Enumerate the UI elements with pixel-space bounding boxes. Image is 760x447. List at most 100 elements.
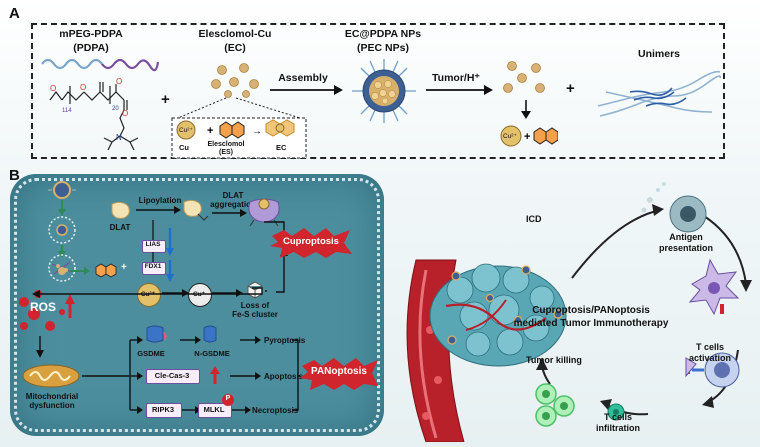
svg-text:O: O (80, 83, 86, 92)
necroptosis-label: Necroptosis (252, 406, 299, 415)
cu1-ion-icon (188, 283, 212, 307)
unimers-icon (597, 70, 722, 117)
ec-name: Elesclomol-Cu (198, 28, 272, 40)
release-down-arrow (521, 100, 531, 119)
svg-text:+: + (524, 131, 530, 143)
cuproptosis-label: Cuproptosis (283, 236, 339, 247)
n-gsdme-protein-icon (203, 325, 217, 343)
inset-cu-label: Cu (179, 143, 189, 152)
tcell-activation-2: activation (688, 353, 732, 363)
dlat-aggregation-2: aggregation (210, 200, 256, 209)
tcell-infiltration-2: infiltration (596, 423, 640, 433)
subscript-114: 114 (62, 108, 72, 114)
loss-fes-1: Loss of (240, 301, 270, 310)
dlat-protein-icon (111, 201, 130, 219)
polymer-structure-icon: O O O O N (49, 78, 139, 151)
gsdme-label: GSDME (137, 349, 165, 358)
endocytosis-icon (48, 178, 76, 282)
inset-es-abbr: (ES) (219, 149, 233, 156)
nps-abbr: (PEC NPs) (357, 42, 409, 54)
mito-label-1: Mitochondrial (25, 392, 79, 401)
fdx1-label: FDX1 (144, 263, 162, 270)
svg-text:O: O (50, 84, 56, 93)
antigen-label-1: Antigen (669, 232, 703, 242)
lipoylation-label: Lipoylation (138, 196, 182, 205)
plus-sign-1: + (161, 91, 170, 108)
clecas3-up-arrow (210, 366, 220, 384)
subscript-20: 20 (112, 106, 119, 112)
inset-ec-label: EC (276, 143, 287, 152)
cu-plus-es-icon: + (500, 125, 558, 147)
cell-membrane (14, 178, 380, 432)
ripk3-box (146, 403, 182, 418)
svg-text:O: O (116, 78, 122, 86)
mito-label-2: dysfunction (29, 401, 75, 410)
panoptosis-label: PANoptosis (311, 366, 367, 377)
ros-icon (19, 290, 75, 331)
center-label-1: Cuproptosis/PANoptosis (532, 305, 650, 316)
apoptosis-label: Apoptosis (264, 372, 304, 381)
lias-fdx1-arrows (152, 220, 174, 282)
pyroptosis-label: Pyroptosis (264, 336, 306, 345)
unimers-label: Unimers (638, 48, 681, 60)
cu-release-icon (58, 263, 117, 278)
aggregation-arrow (212, 209, 247, 217)
plus-sign-cell: + (121, 262, 127, 273)
lias-label: LIAS (145, 241, 161, 248)
antigen-label-2: presentation (658, 243, 714, 253)
polymer-name: mPEG-PDPA (59, 28, 123, 40)
n-gsdme-label: N-GSDME (194, 349, 230, 358)
mlkl-box (198, 403, 232, 418)
fdx1-box (142, 262, 166, 275)
center-label-2: mediated Tumor Immunotherapy (513, 318, 669, 329)
dlat-oligomer-icon (248, 198, 280, 227)
clecas3-label: Cle-Cas-3 (154, 371, 190, 380)
svg-text:O: O (122, 109, 128, 118)
ros-feedback-arrows (32, 287, 267, 358)
inset-callout: + → (171, 97, 307, 159)
nps-name: EC@PDPA NPs (344, 28, 422, 40)
panel-b-letter: B (9, 167, 20, 184)
fes-arrow (212, 289, 243, 297)
mitochondrion-icon (22, 364, 80, 388)
ripk3-label: RIPK3 (151, 405, 175, 414)
clecas3-box (146, 369, 200, 384)
ec-particles-icon (211, 63, 259, 98)
tcell-infiltration-1: T cells (603, 412, 633, 422)
dlat-aggregation-1: DLAT (222, 191, 244, 200)
panel-a-letter: A (9, 5, 20, 22)
lipoylation-arrow (136, 206, 181, 214)
inset-cu-ion: Cu²⁺ (179, 127, 193, 134)
released-cu-ion: Cu²⁺ (503, 133, 517, 140)
gsdme-protein-icon (146, 325, 167, 343)
released-ec-icon (503, 61, 545, 93)
assembly-arrow (270, 85, 343, 95)
svg-text:+: + (207, 125, 213, 137)
reduction-arrow (162, 289, 189, 297)
tumor-killing-label: Tumor killing (526, 355, 582, 365)
lipoylated-dlat-icon (183, 199, 209, 221)
assembly-label: Assembly (278, 72, 328, 84)
tumor-label: Tumor/H⁺ (432, 72, 480, 84)
plus-sign-2: + (566, 80, 575, 97)
svg-text:N: N (116, 133, 122, 142)
cuproptosis-burst (270, 228, 352, 258)
ros-label: ROS (30, 300, 57, 314)
mlkl-label: MLKL (203, 405, 225, 414)
ec-abbr: (EC) (224, 42, 246, 54)
lias-box (142, 240, 166, 253)
panel-a-frame (31, 23, 725, 159)
panoptosis-burst (300, 358, 378, 390)
phospho-icon (222, 394, 234, 406)
tumor-immunity-illustration (406, 182, 752, 442)
tumor-arrow (426, 85, 493, 95)
nanoparticle-icon (352, 59, 416, 123)
icd-label: ICD (526, 214, 542, 224)
phospho-label: P (225, 395, 231, 402)
dlat-label: DLAT (109, 223, 131, 232)
loss-fes-2: Fe-S cluster (232, 310, 278, 319)
inset-es-label: Elesclomol (207, 141, 245, 148)
tcell-activation-1: T cells (695, 342, 725, 352)
panoptosis-branch-arrows (82, 336, 300, 414)
